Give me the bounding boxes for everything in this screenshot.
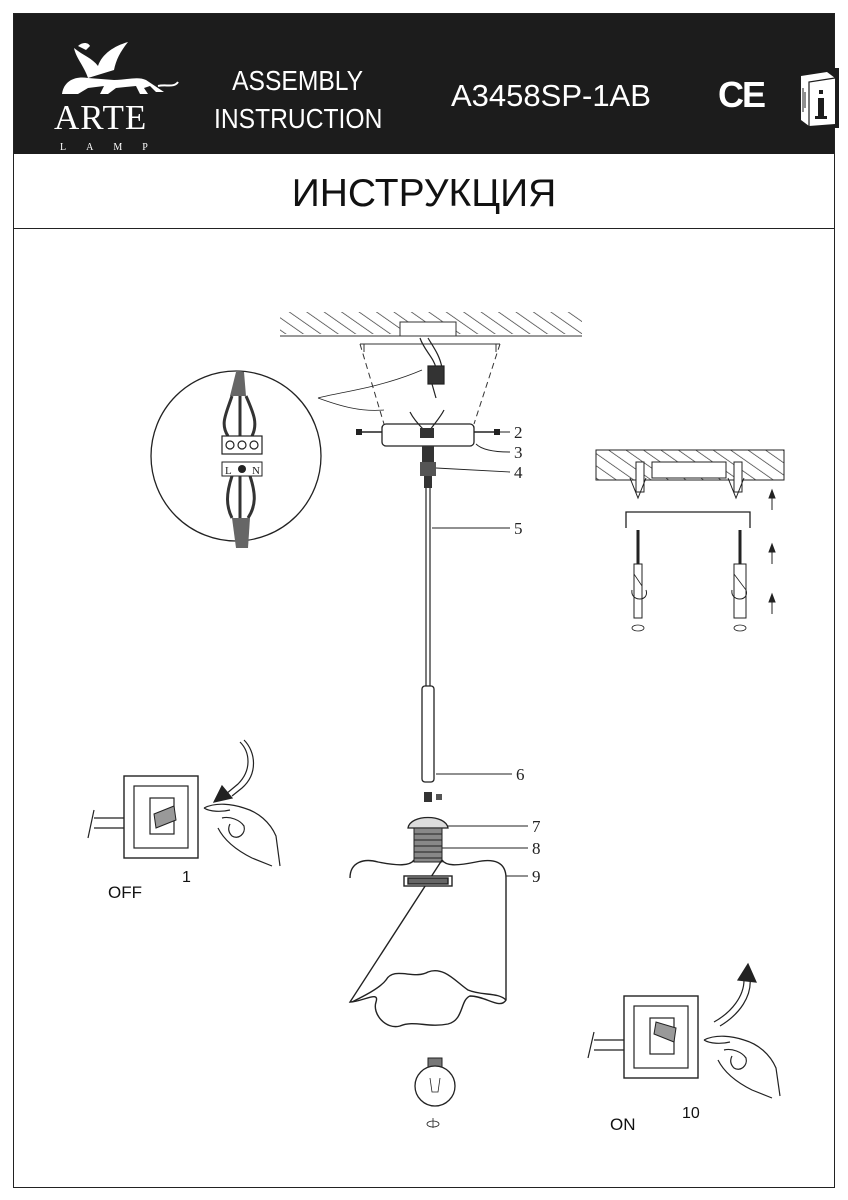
light-bulb-icon <box>414 1057 456 1128</box>
callout-5: 5 <box>514 519 523 538</box>
mounting-bracket <box>359 343 501 425</box>
wiring-detail: L N <box>150 370 385 548</box>
switch-off-step: 1 <box>182 869 191 886</box>
callout-leaders <box>432 431 528 877</box>
callout-2: 2 <box>514 423 523 442</box>
page-frame <box>13 13 835 1188</box>
callout-4: 4 <box>514 463 523 482</box>
terminal-live-label: L <box>225 465 232 477</box>
curved-arrow-icon <box>212 739 255 803</box>
assembly-line-2: INSTRUCTION <box>214 103 383 134</box>
switch-off-illustration <box>87 739 281 867</box>
ceiling <box>280 312 582 337</box>
ceiling-mounting-detail <box>595 449 785 632</box>
switch-off-label: OFF <box>108 883 142 902</box>
ce-mark: CE <box>718 74 766 115</box>
curved-arrow-icon <box>713 962 757 1027</box>
switch-on-step: 10 <box>682 1105 700 1122</box>
callout-3: 3 <box>514 443 523 462</box>
ceiling-wires <box>317 337 445 399</box>
info-manual-icon <box>797 68 839 128</box>
callout-6: 6 <box>516 765 525 784</box>
terminal-neutral-label: N <box>252 465 260 477</box>
callout-7: 7 <box>532 817 541 836</box>
page-title: ИНСТРУКЦИЯ <box>14 155 834 229</box>
cable-assembly <box>420 446 442 802</box>
header-bar: ARTE LAMP ASSEMBLY INSTRUCTION A3458SP-1… <box>14 14 839 154</box>
callout-8: 8 <box>532 839 541 858</box>
brand-name: ARTE <box>54 98 148 137</box>
switch-on-label: ON <box>610 1115 636 1134</box>
assembly-instruction-heading: ASSEMBLY INSTRUCTION <box>214 62 383 138</box>
model-number: A3458SP-1AB <box>451 78 651 113</box>
callout-9: 9 <box>532 867 541 886</box>
brand-subtitle: LAMP <box>60 142 168 153</box>
glass-shade <box>348 858 507 1028</box>
hand-icon <box>203 803 281 867</box>
griffin-logo-icon <box>62 42 179 94</box>
canopy <box>356 409 500 447</box>
lamp-socket <box>407 816 449 863</box>
switch-on-illustration <box>587 962 781 1099</box>
hand-icon <box>703 1035 781 1099</box>
assembly-line-1: ASSEMBLY <box>232 65 364 96</box>
